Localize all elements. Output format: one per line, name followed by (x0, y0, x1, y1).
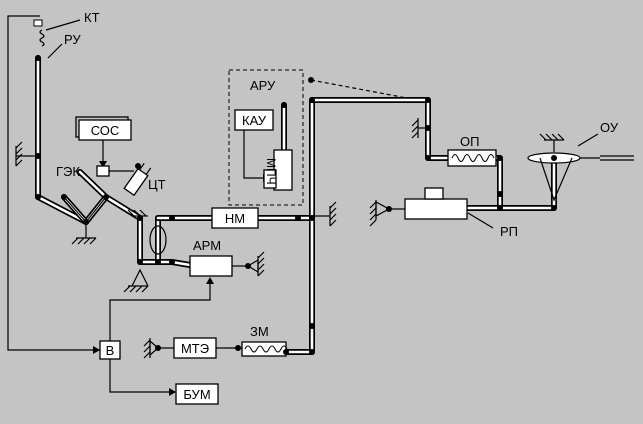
zm-group: ЗМ (216, 324, 288, 357)
op-label: ОП (460, 134, 479, 149)
gek-box (96, 165, 110, 177)
ground-5 (312, 201, 337, 227)
ground-9 (539, 133, 565, 152)
ground-2 (71, 222, 97, 245)
aru-label: АРУ (250, 78, 276, 93)
zm-box (241, 341, 287, 357)
ground-7 (143, 338, 159, 359)
v-box (99, 340, 121, 360)
joints (35, 55, 557, 355)
bellcrank-ellipse (149, 225, 167, 255)
op-spring (451, 154, 495, 162)
ct-body (123, 167, 149, 197)
arm-label: АРМ (193, 238, 221, 253)
v-label: В (106, 343, 115, 358)
aru-group: АРУ КАУ МПЧ (228, 69, 304, 206)
mte-group: МТЭ (158, 337, 217, 359)
ground-4 (247, 251, 265, 277)
ground-symbols (15, 118, 565, 359)
bum-box (175, 383, 219, 405)
sos-label: СОС (91, 123, 120, 138)
ground-6 (369, 200, 390, 227)
signal-lines (7, 15, 599, 396)
ru-label: РУ (64, 32, 81, 47)
op-group: ОП (447, 134, 497, 167)
ground-1 (15, 141, 38, 167)
rp-box (404, 198, 468, 220)
nm-label: НМ (225, 211, 245, 226)
ground-3 (123, 268, 149, 293)
rp-group: РП (389, 187, 518, 239)
mte-label: МТЭ (181, 341, 209, 356)
ou-label: ОУ (600, 120, 619, 135)
kt-ru-group: КТ РУ (33, 10, 100, 47)
sos-box-group: СОС (75, 116, 132, 141)
rod-system (35, 55, 557, 355)
ou-group: ОУ (527, 120, 634, 202)
gek-group: ГЭК (56, 164, 134, 179)
ru-spring (39, 29, 45, 47)
zm-label: ЗМ (250, 324, 269, 339)
bum-group: БУМ (175, 383, 219, 405)
kt-knob (33, 19, 43, 27)
arm-box (189, 255, 233, 277)
kt-label: КТ (84, 10, 100, 25)
bum-label: БУМ (183, 387, 210, 402)
arm-group: АРМ (189, 238, 248, 277)
aru-dashed-frame (228, 69, 304, 206)
sos-box (78, 119, 132, 141)
ct-group: ЦТ (123, 162, 166, 197)
nm-box (211, 207, 259, 229)
mpch-label: МПЧ (264, 158, 278, 185)
mpch-box (263, 169, 277, 189)
zm-spring (244, 345, 288, 353)
op-box (447, 149, 497, 167)
rp-label: РП (500, 224, 518, 239)
ct-label: ЦТ (148, 177, 166, 192)
kau-label: КАУ (242, 113, 267, 128)
rp-valve (424, 187, 444, 200)
v-group: В (99, 340, 121, 360)
gek-label: ГЭК (56, 164, 80, 179)
kau-box (234, 109, 274, 131)
nm-group: НМ (211, 207, 259, 229)
